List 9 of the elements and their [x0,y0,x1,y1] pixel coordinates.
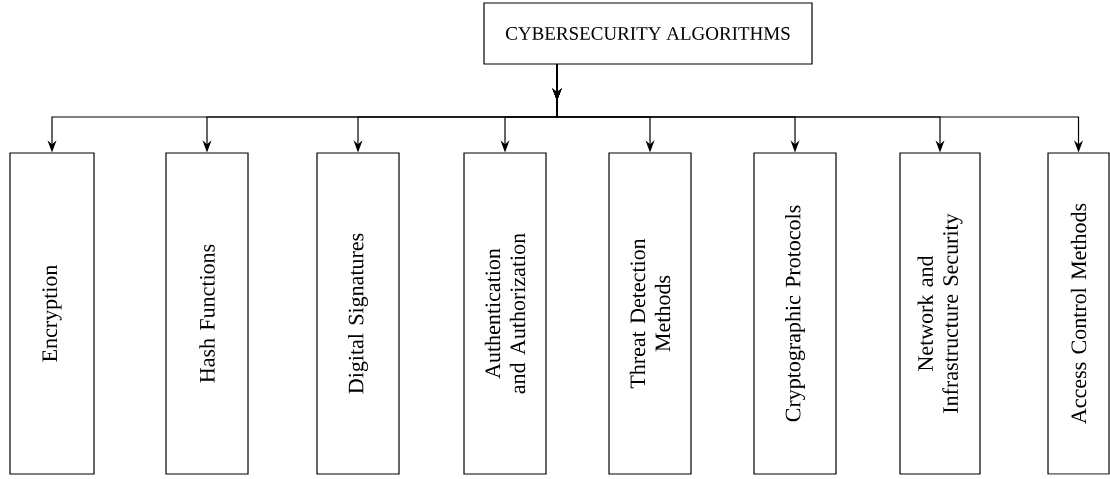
category-box: Network and Infrastructure Security [899,152,981,475]
category-box: Threat Detection Methods [608,152,692,475]
title-box: CYBERSECURITY ALGORITHMS [483,2,813,65]
category-box: Access Control Methods [1047,152,1110,475]
category-box: Encryption [9,152,95,475]
category-box: Hash Functions [165,152,249,475]
category-box: Digital Signatures [316,152,400,475]
category-box: Cryptographic Protocols [753,152,837,475]
category-box: Authentication and Authorization [463,152,547,475]
